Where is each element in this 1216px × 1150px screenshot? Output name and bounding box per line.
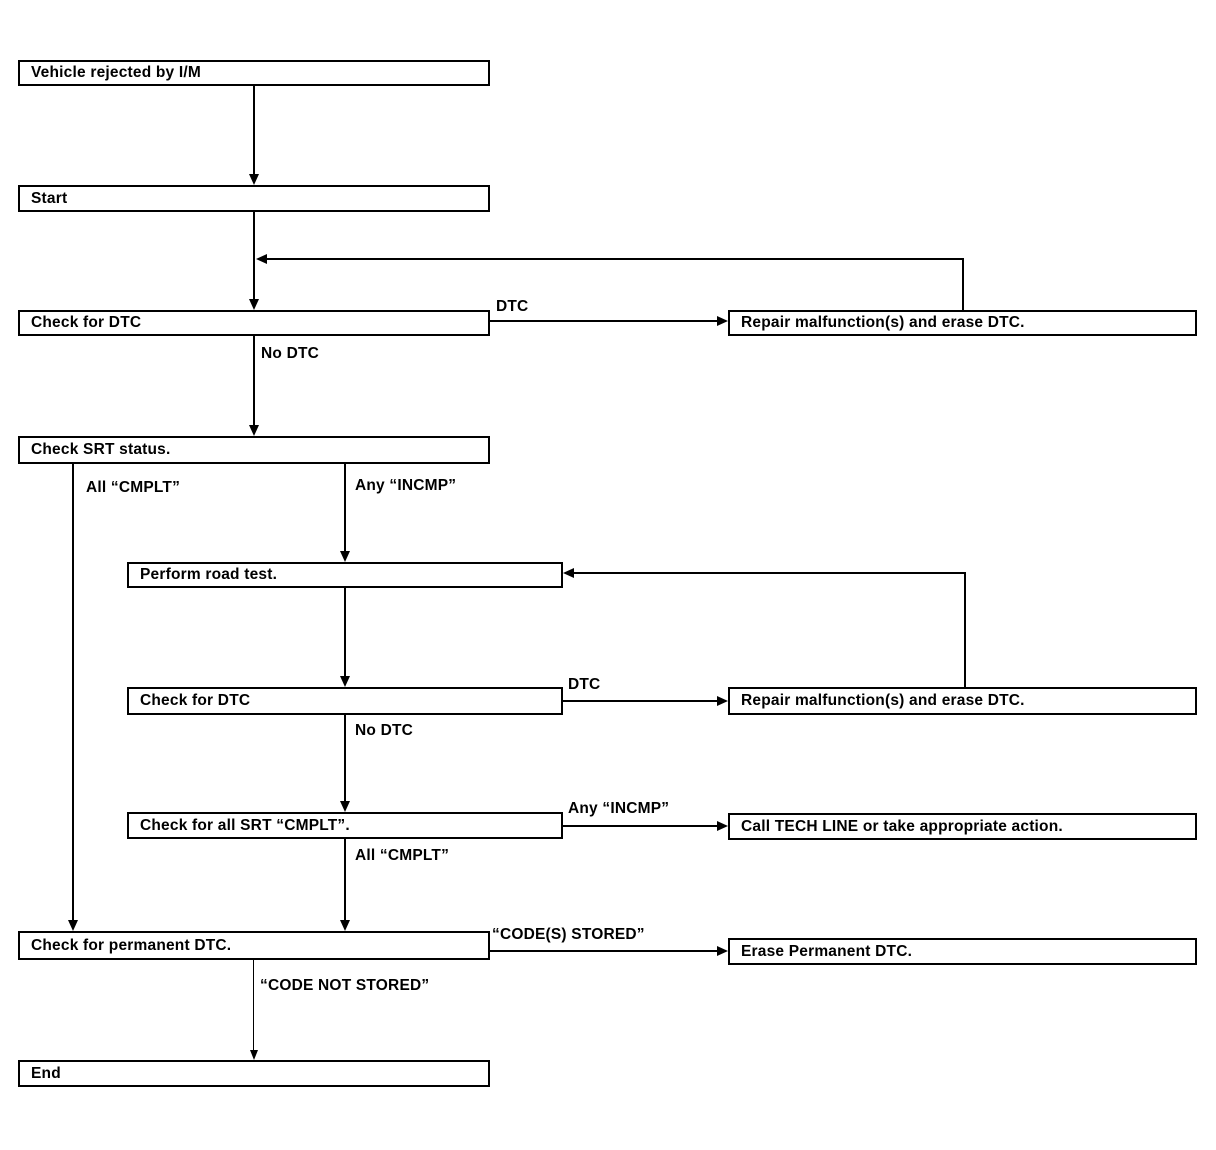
edge-codes-stored-line — [490, 950, 717, 952]
edge-all-cmplt-1-line — [72, 464, 74, 921]
edge-feedback-1-vertical-line — [962, 258, 964, 310]
arrow-down-into-check-srt-icon — [249, 425, 259, 436]
edge-label-code-not-stored: “CODE NOT STORED” — [260, 977, 430, 994]
node-label: Check SRT status. — [31, 441, 171, 458]
edge-label-dtc-2: DTC — [568, 676, 601, 693]
node-check-permanent-dtc: Check for permanent DTC. — [18, 931, 490, 960]
node-erase-permanent-dtc: Erase Permanent DTC. — [728, 938, 1197, 965]
arrow-right-into-tech-line-icon — [717, 821, 728, 831]
edge-label-all-cmplt-2: All “CMPLT” — [355, 847, 450, 864]
node-check-all-srt-cmplt: Check for all SRT “CMPLT”. — [127, 812, 563, 839]
node-repair-erase-dtc-2: Repair malfunction(s) and erase DTC. — [728, 687, 1197, 715]
edge-feedback-2-vertical-line — [964, 572, 966, 687]
node-label: Erase Permanent DTC. — [741, 942, 913, 960]
node-check-dtc-2: Check for DTC — [127, 687, 563, 715]
arrow-left-feedback-2-icon — [563, 568, 574, 578]
arrow-down-into-check-all-srt-icon — [340, 801, 350, 812]
edge-no-dtc-2-line — [344, 715, 346, 802]
edge-label-no-dtc-2: No DTC — [355, 722, 414, 739]
node-label: Check for permanent DTC. — [31, 936, 232, 954]
arrow-right-into-repair-1-icon — [717, 316, 728, 326]
edge-feedback-2-horizontal-line — [574, 572, 966, 574]
node-label: Perform road test. — [140, 566, 278, 583]
edge-all-cmplt-2-line — [344, 839, 346, 921]
arrow-down-into-road-test-icon — [340, 551, 350, 562]
arrow-right-into-repair-2-icon — [717, 696, 728, 706]
arrow-right-into-erase-permanent-icon — [717, 946, 728, 956]
node-end: End — [18, 1060, 490, 1087]
edge-label-any-incmp-2: Any “INCMP” — [568, 800, 670, 817]
node-label: Repair malfunction(s) and erase DTC. — [741, 314, 1025, 331]
node-check-srt-status: Check SRT status. — [18, 436, 490, 464]
node-label: Repair malfunction(s) and erase DTC. — [741, 692, 1025, 709]
node-call-tech-line: Call TECH LINE or take appropriate actio… — [728, 813, 1197, 840]
edge-vehicle-to-start-line — [253, 86, 255, 175]
arrow-left-feedback-1-icon — [256, 254, 267, 264]
edge-feedback-1-horizontal-line — [267, 258, 964, 260]
edge-label-all-cmplt-1: All “CMPLT” — [86, 479, 181, 496]
node-check-dtc-1: Check for DTC — [18, 310, 490, 336]
edge-label-any-incmp-1: Any “INCMP” — [355, 477, 457, 494]
node-start: Start — [18, 185, 490, 212]
edge-label-codes-stored: “CODE(S) STORED” — [492, 926, 645, 943]
node-repair-erase-dtc-1: Repair malfunction(s) and erase DTC. — [728, 310, 1197, 336]
node-vehicle-rejected: Vehicle rejected by I/M — [18, 60, 490, 86]
arrow-down-into-permanent-icon — [340, 920, 350, 931]
edge-code-not-stored-line — [253, 960, 254, 1051]
node-label: Check for DTC — [140, 692, 251, 709]
node-label: Call TECH LINE or take appropriate actio… — [741, 817, 1063, 835]
arrow-down-into-end-icon — [250, 1050, 258, 1060]
node-label: Start — [31, 189, 68, 207]
arrow-down-all-cmplt-into-permanent-icon — [68, 920, 78, 931]
arrow-down-into-start-icon — [249, 174, 259, 185]
edge-label-dtc-1: DTC — [496, 298, 529, 315]
node-label: End — [31, 1064, 61, 1082]
edge-dtc-1-line — [490, 320, 717, 322]
node-label: Check for all SRT “CMPLT”. — [140, 816, 350, 834]
edge-no-dtc-1-line — [253, 336, 255, 425]
arrow-down-into-check-dtc-2-icon — [340, 676, 350, 687]
node-perform-road-test: Perform road test. — [127, 562, 563, 588]
edge-any-incmp-1-line — [344, 464, 346, 552]
edge-any-incmp-2-line — [563, 825, 717, 827]
edge-dtc-2-line — [563, 700, 717, 702]
edge-start-to-check-dtc-line — [253, 212, 255, 299]
node-label: Vehicle rejected by I/M — [31, 64, 202, 81]
arrow-down-into-check-dtc-1-icon — [249, 299, 259, 310]
node-label: Check for DTC — [31, 314, 142, 331]
edge-label-no-dtc-1: No DTC — [261, 345, 320, 362]
edge-road-test-to-check-dtc-2-line — [344, 588, 346, 677]
